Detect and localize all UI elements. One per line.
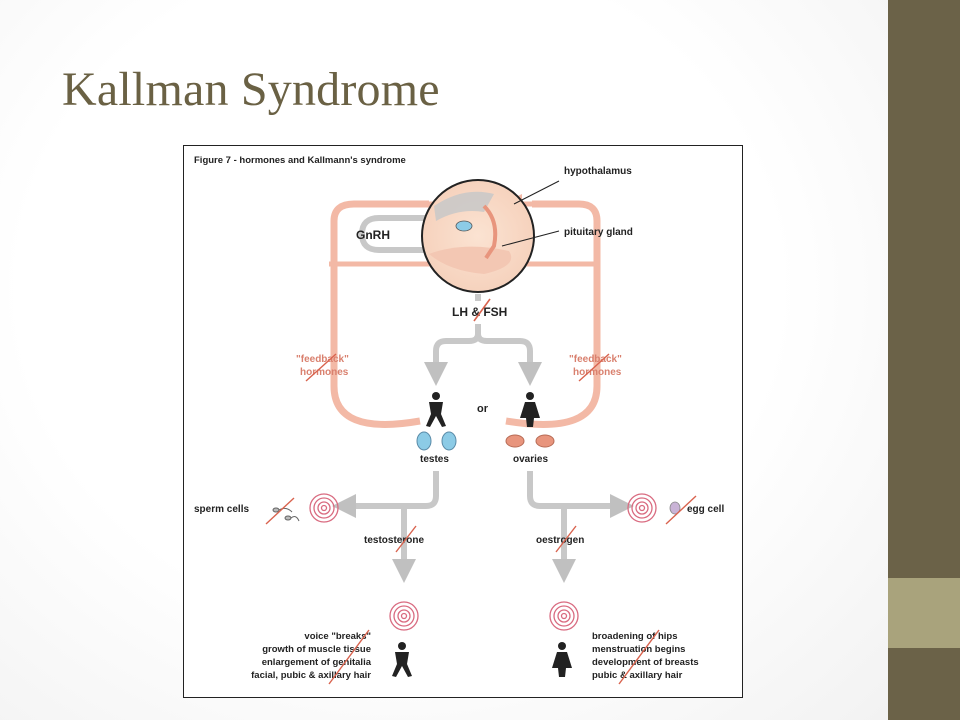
feedback-left-line1: "feedback" [296,354,349,365]
female-figure-icon [520,392,540,427]
gnrh-label: GnRH [356,228,390,242]
lower-arrows [332,471,634,583]
sperm-icon [272,507,300,522]
male-effect-item: enlargement of genitalia [262,657,372,668]
figure-caption: Figure 7 - hormones and Kallmann's syndr… [194,155,406,166]
male-effect-item: facial, pubic & axillary hair [251,670,371,681]
female-effects-strike [618,629,660,685]
kallmann-hormone-figure: Figure 7 - hormones and Kallmann's syndr… [183,145,743,698]
hypothalamus-label: hypothalamus [564,166,632,177]
male-effect-item: growth of muscle tissue [262,644,371,655]
male-effects-list: voice "breaks" growth of muscle tissue e… [251,631,372,681]
target-icon-male-effects [389,601,419,631]
sidebar-decor-top [888,0,960,578]
male-figure-icon [426,392,446,427]
testes-icon [416,431,457,451]
egg-cell-label: egg cell [687,504,724,515]
slide-title: Kallman Syndrome [62,63,440,116]
sidebar-decor-middle [888,578,960,648]
oestrogen-label: oestrogen [536,535,584,546]
oestrogen-strike [555,525,577,553]
testes-label: testes [420,454,449,465]
lh-fsh-strike [473,298,491,322]
pituitary-label: pituitary gland [564,227,633,238]
sidebar-decor-bottom [888,648,960,720]
feedback-right-strike [578,353,610,382]
target-icon-sperm [309,493,339,523]
ovaries-icon [505,434,555,448]
or-label: or [477,403,489,415]
feedback-left-line2: hormones [300,367,349,378]
brain-illustration [421,179,535,293]
feedback-right-line2: hormones [573,367,622,378]
egg-strike [665,495,697,525]
female-figure-small-icon [552,642,572,677]
sperm-cells-label: sperm cells [194,504,249,515]
ovaries-label: ovaries [513,454,548,465]
female-effect-item: menstruation begins [592,644,685,655]
testosterone-strike [395,525,417,553]
sperm-strike [265,497,295,525]
female-effects-icon-and-list: broadening of hips menstruation begins d… [552,631,699,681]
female-effect-item: broadening of hips [592,631,678,642]
target-icon-egg [627,493,657,523]
male-effect-item: voice "breaks" [304,631,371,642]
lh-fsh-arrows [424,294,542,386]
female-effect-item: development of breasts [592,657,699,668]
target-icon-female-effects [549,601,579,631]
male-figure-small-icon [392,642,412,677]
feedback-right-line1: "feedback" [569,354,622,365]
gnrh-loop [358,215,461,262]
egg-icon [669,501,681,515]
feedback-left-strike [305,353,337,382]
figure-diagram: Figure 7 - hormones and Kallmann's syndr… [194,155,724,685]
female-effect-item: pubic & axillary hair [592,670,683,681]
testosterone-label: testosterone [364,535,424,546]
male-effects-strike [328,629,370,685]
